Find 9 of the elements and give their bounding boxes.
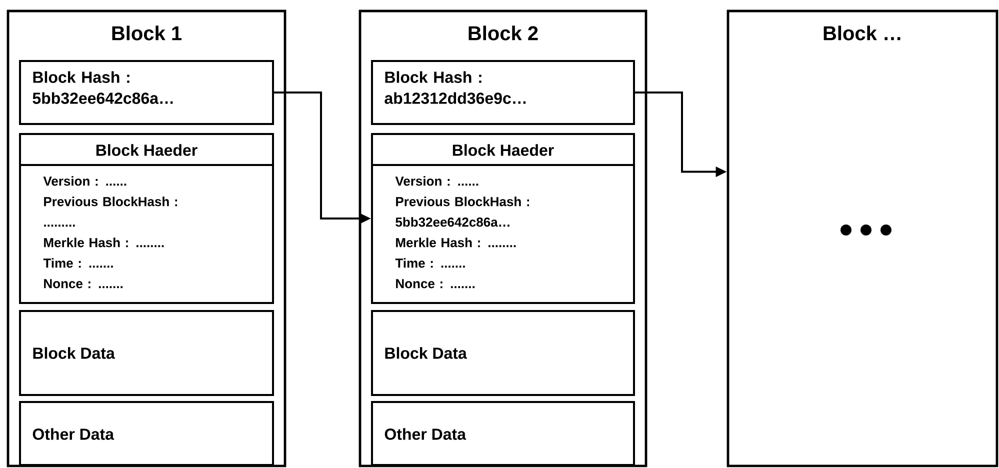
header-box: Block Haeder Version : ...... Previous BlockHash : ......... Merkle Hash : ........ Time : ....... Nonce : .......	[19, 133, 274, 304]
data-box: Other Data	[371, 400, 635, 466]
hash-box: Block Hash : 5bb32ee642c86a…	[19, 60, 274, 125]
hash-box: Block Hash : ab12312dd36e9c…	[371, 60, 635, 125]
block-box: Block …	[726, 10, 998, 468]
data-box: Block Data	[19, 310, 274, 396]
data-box: Other Data	[19, 400, 274, 466]
header-box: Block Haeder Version : ...... Previous BlockHash : 5bb32ee642c86a… Merkle Hash : ........ Time : ....... Nonce : .......	[371, 133, 635, 304]
data-box: Block Data	[371, 310, 635, 396]
